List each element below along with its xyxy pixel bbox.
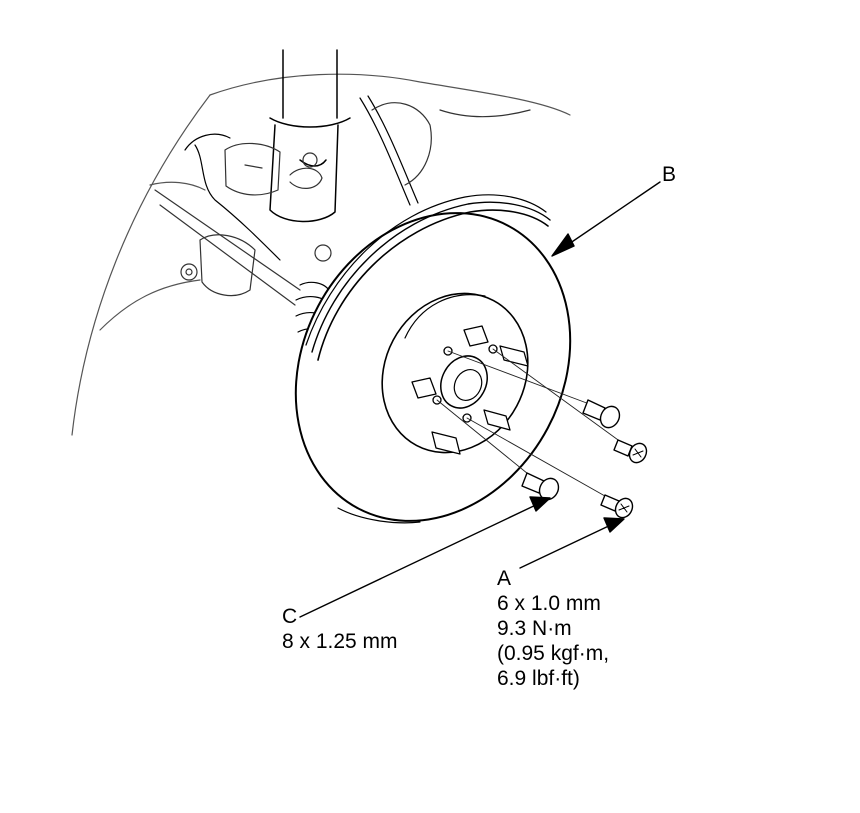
wheel-well-outline bbox=[71, 73, 571, 436]
callout-b: B bbox=[662, 162, 676, 187]
callout-c-size: 8 x 1.25 mm bbox=[282, 630, 398, 653]
screw-c bbox=[521, 399, 621, 501]
knuckle-and-suspension bbox=[154, 102, 531, 306]
callout-a-letter: A bbox=[497, 567, 512, 590]
leader-b bbox=[551, 181, 661, 257]
brake-hose bbox=[184, 95, 419, 261]
callout-a-torque-lbf: 6.9 lbf·ft) bbox=[497, 667, 580, 690]
callout-c-letter: C bbox=[282, 605, 298, 628]
leader-a bbox=[519, 517, 625, 569]
brake-disc bbox=[294, 194, 572, 524]
wheel-studs bbox=[411, 325, 529, 455]
callout-a-size: 6 x 1.0 mm bbox=[497, 592, 601, 615]
callout-c: C 8 x 1.25 mm bbox=[282, 604, 398, 654]
callout-a-torque-nm: 9.3 N·m bbox=[497, 617, 572, 640]
alignment-lines bbox=[436, 348, 626, 501]
callout-b-letter: B bbox=[662, 163, 677, 186]
leader-c bbox=[299, 496, 551, 618]
callout-a: A 6 x 1.0 mm 9.3 N·m (0.95 kgf·m, 6.9 lb… bbox=[497, 566, 609, 691]
callout-a-torque-kgf: (0.95 kgf·m, bbox=[497, 642, 610, 665]
screw-a bbox=[600, 439, 648, 519]
strut bbox=[269, 49, 351, 223]
